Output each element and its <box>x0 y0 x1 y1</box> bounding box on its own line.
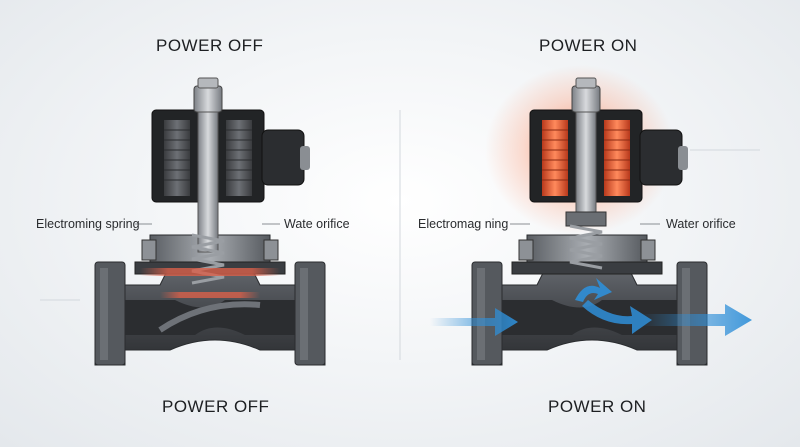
flow-arrow-outlet <box>640 304 752 336</box>
left-title-top: POWER OFF <box>156 36 264 55</box>
flow-arrow-up <box>575 278 612 302</box>
right-title-top: POWER ON <box>539 36 638 55</box>
flow-arrow-inlet <box>430 308 518 336</box>
right-label-coil: Electromag ning <box>418 217 509 231</box>
right-title-bottom: POWER ON <box>548 397 647 416</box>
left-label-spring: Electroming spring <box>36 217 140 231</box>
left-valve <box>94 77 326 366</box>
left-label-orifice: Wate orifice <box>284 217 350 231</box>
flow-arrow-through <box>582 300 652 334</box>
right-label-orifice: Water orifice <box>666 217 736 231</box>
guide-lines <box>40 110 760 360</box>
flow-arrows <box>430 278 752 336</box>
left-title-bottom: POWER OFF <box>162 397 270 416</box>
